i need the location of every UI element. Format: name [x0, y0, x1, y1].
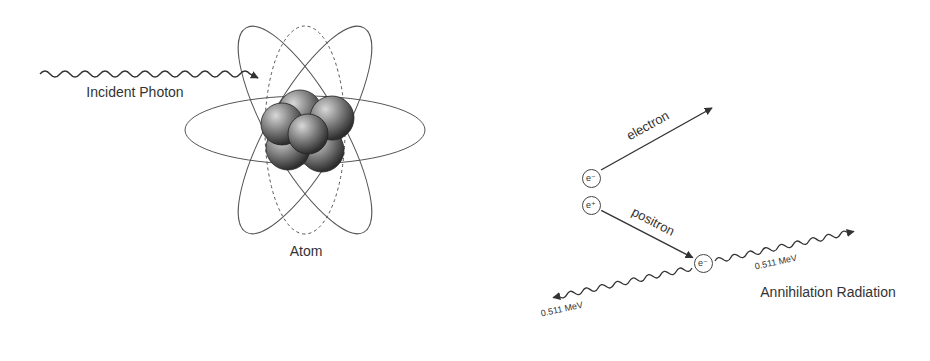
energy-label: 0.511 MeV [754, 254, 798, 273]
particle-circle: e⁺ [582, 196, 601, 215]
photon-label: Incident Photon [86, 85, 183, 100]
annihilation-wave [714, 229, 854, 263]
atom-label: Atom [290, 244, 323, 259]
particle-symbol: e⁻ [698, 259, 708, 268]
particle-symbol: e⁻ [586, 174, 596, 183]
particle-circle: e⁻ [582, 169, 601, 188]
particle-label: positron [630, 205, 678, 239]
particle-symbol: e⁺ [586, 201, 596, 210]
atom-orbits [185, 10, 425, 250]
annihilation-wave [553, 266, 693, 300]
photon-wave [40, 71, 258, 78]
radiation-label: Annihilation Radiation [760, 285, 895, 300]
electron-track [601, 108, 712, 170]
particle-track [601, 210, 693, 257]
particle-circle: e⁻ [694, 254, 713, 273]
particle-label: electron [624, 109, 671, 144]
atom-nucleus [261, 90, 354, 172]
energy-label: 0.511 MeV [540, 301, 584, 320]
